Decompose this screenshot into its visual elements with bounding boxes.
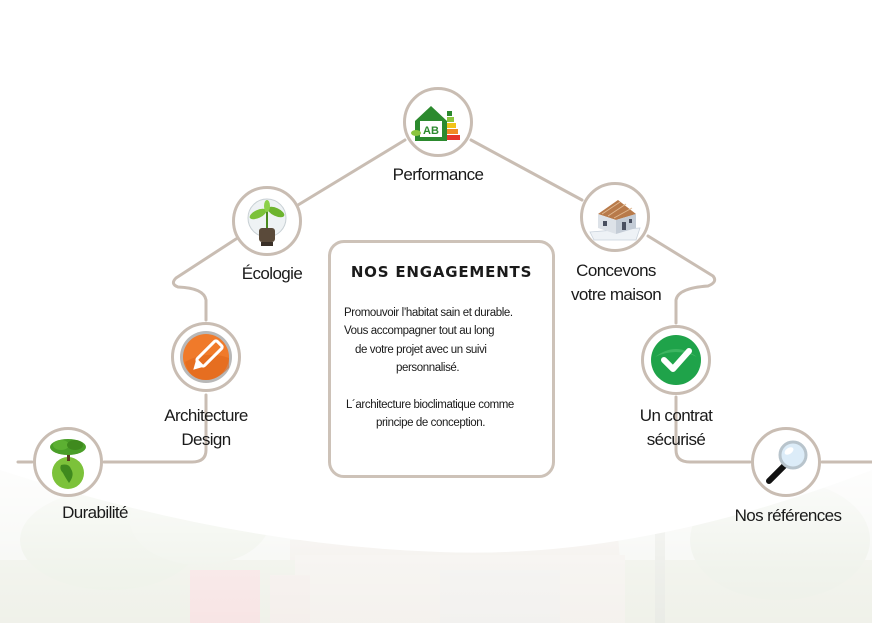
label-ecologie[interactable]: Écologie (222, 262, 322, 286)
label-durabilite[interactable]: Durabilité (45, 501, 145, 525)
connector-performance-concevons (469, 138, 584, 202)
label-concevons-line-2: votre maison (570, 285, 662, 304)
tree-globe-icon (50, 439, 86, 489)
label-architecture-line-1: Architecture (164, 406, 248, 425)
magnifier-icon (766, 440, 808, 484)
node-durabilite[interactable] (33, 427, 103, 497)
label-contrat[interactable]: Un contrat sécurisé (620, 404, 732, 452)
connector-ecologie-architecture (171, 237, 238, 322)
pencil-icon (180, 331, 232, 383)
engagements-line-3: de votre projet avec un suivi (355, 344, 487, 356)
node-references[interactable] (751, 427, 821, 497)
label-references[interactable]: Nos références (706, 504, 870, 528)
label-architecture[interactable]: Architecture Design (146, 404, 266, 452)
connector-concevons-contrat (646, 234, 717, 325)
label-contrat-line-1: Un contrat (639, 406, 713, 425)
label-ecologie-line: Écologie (241, 264, 303, 283)
engagements-line-1: Promouvoir l’habitat sain et durable. (344, 307, 513, 319)
node-architecture[interactable] (171, 322, 241, 392)
engagements-title: NOS ENGAGEMENTS (350, 263, 533, 281)
engagements-line-2: Vous accompagner tout au long (344, 325, 495, 337)
label-architecture-line-2: Design (181, 430, 231, 449)
label-contrat-line-2: sécurisé (646, 430, 706, 449)
house-construction-icon (589, 200, 641, 241)
node-contrat[interactable] (641, 325, 711, 395)
node-concevons[interactable] (580, 182, 650, 252)
label-performance[interactable]: Performance (388, 163, 488, 187)
checkmark-icon (651, 335, 701, 385)
label-durabilite-line: Durabilité (62, 503, 128, 522)
node-ecologie[interactable] (232, 186, 302, 256)
energy-label-house-icon: AB (411, 106, 460, 141)
label-performance-line: Performance (392, 165, 484, 184)
connector-architecture-durabilite (102, 393, 208, 464)
plant-lightbulb-icon (247, 198, 287, 246)
label-references-line: Nos références (734, 506, 842, 525)
connector-performance-ecologie (296, 138, 407, 207)
engagements-line-6: principe de conception. (376, 417, 486, 429)
node-performance[interactable]: AB (403, 87, 473, 157)
engagements-line-4: personnalisé. (396, 362, 460, 374)
engagements-box: NOS ENGAGEMENTS Promouvoir l’habitat sai… (328, 240, 555, 478)
svg-text:AB: AB (423, 125, 439, 137)
engagements-line-5: L´architecture bioclimatique comme (346, 399, 514, 411)
label-concevons-line-1: Concevons (576, 261, 656, 280)
label-concevons[interactable]: Concevons votre maison (560, 259, 672, 307)
connector-contrat-references (674, 395, 752, 464)
